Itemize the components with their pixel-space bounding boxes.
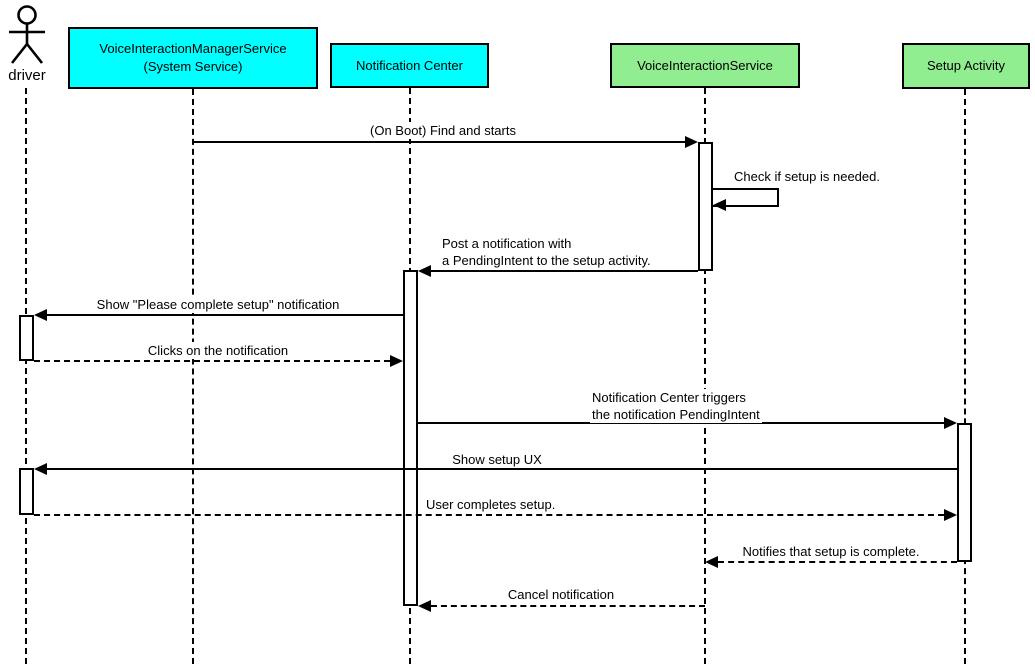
participant-voice-interaction-manager-service: VoiceInteractionManagerService (System S… [68, 27, 318, 89]
message-label: Cancel notification [505, 586, 617, 603]
message-label: Show "Please complete setup" notificatio… [94, 296, 342, 313]
participant-label: VoiceInteractionService [637, 57, 773, 73]
message-label-line-2: the notification PendingIntent [592, 407, 760, 422]
message-line [431, 270, 698, 272]
message-line [34, 514, 944, 516]
actor-driver: driver [1, 4, 53, 84]
message-line [418, 422, 944, 424]
participant-label: Notification Center [356, 57, 463, 73]
arrowhead-left-icon [705, 556, 718, 568]
message-label: Notification Center triggers the notific… [590, 389, 762, 423]
arrowhead-left-icon [713, 199, 726, 211]
message-line [193, 141, 686, 143]
message-line [718, 561, 957, 563]
message-label: Check if setup is needed. [732, 168, 882, 185]
message-label: Clicks on the notification [145, 342, 291, 359]
message-line [34, 360, 390, 362]
arrowhead-left-icon [34, 463, 47, 475]
activation-setup-activity [957, 423, 972, 562]
message-line [431, 605, 705, 607]
message-label: (On Boot) Find and starts [368, 122, 518, 139]
arrowhead-left-icon [34, 309, 47, 321]
message-label-line-1: Post a notification with [442, 236, 572, 251]
arrowhead-left-icon [418, 600, 431, 612]
participant-sublabel: (System Service) [143, 59, 243, 74]
participant-label: VoiceInteractionManagerService [99, 41, 287, 56]
actor-driver-label: driver [8, 67, 46, 84]
message-line [47, 468, 957, 470]
lifeline-setup-activity [964, 89, 966, 664]
arrowhead-right-icon [390, 355, 403, 367]
arrowhead-right-icon [944, 417, 957, 429]
self-message-loop [713, 188, 779, 207]
participant-notification-center: Notification Center [330, 43, 489, 88]
arrowhead-right-icon [944, 509, 957, 521]
person-icon [9, 5, 45, 64]
participant-setup-activity: Setup Activity [902, 43, 1030, 89]
message-label: Notifies that setup is complete. [740, 543, 922, 560]
message-label-line-2: a PendingIntent to the setup activity. [442, 253, 651, 268]
message-label-line-1: Notification Center triggers [592, 390, 746, 405]
message-label: Post a notification with a PendingIntent… [440, 235, 653, 269]
activation-notification-center [403, 270, 418, 606]
participant-voice-interaction-service: VoiceInteractionService [610, 43, 800, 88]
lifeline-voice-interaction-manager-service [192, 89, 194, 664]
message-line [47, 314, 403, 316]
message-label: User completes setup. [424, 496, 558, 513]
arrowhead-right-icon [685, 136, 698, 148]
activation-voice-interaction-service [698, 142, 713, 271]
arrowhead-left-icon [418, 265, 431, 277]
activation-driver-2 [19, 468, 34, 515]
lifeline-driver [25, 88, 27, 664]
lifeline-voice-interaction-service [704, 88, 706, 664]
participant-label: Setup Activity [926, 58, 1006, 73]
activation-driver-1 [19, 315, 34, 361]
message-label: Show setup UX [450, 451, 544, 468]
